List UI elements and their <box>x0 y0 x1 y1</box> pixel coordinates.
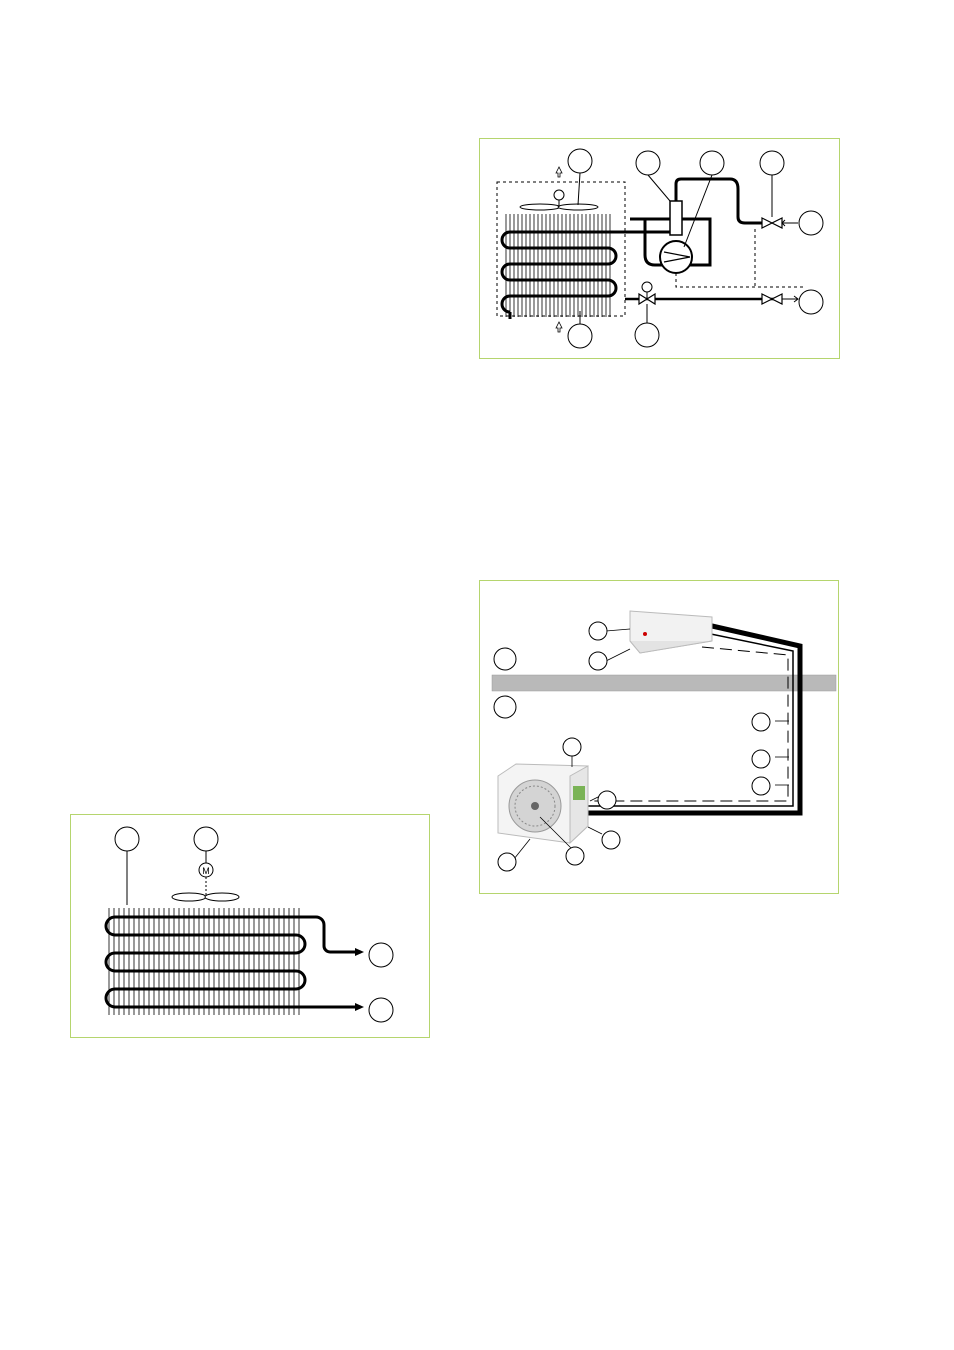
callout-marker <box>751 712 771 732</box>
callout-marker <box>759 150 785 176</box>
callouts <box>114 826 394 1023</box>
outdoor-unit <box>497 763 589 845</box>
fan-icon <box>519 189 599 211</box>
callout-marker <box>601 830 621 850</box>
callout-marker <box>798 289 824 315</box>
callouts <box>493 621 771 872</box>
indoor-unit <box>629 610 713 654</box>
callout-marker <box>567 323 593 349</box>
callout-marker <box>634 322 660 348</box>
airflow-up-arrow-icon <box>555 166 563 178</box>
callout-marker <box>588 621 608 641</box>
callouts <box>567 148 824 349</box>
callout-marker <box>751 776 771 796</box>
wall <box>492 675 836 691</box>
condensing-unit-schematic-panel <box>479 138 840 359</box>
callout-marker <box>597 790 617 810</box>
callout-marker <box>567 148 593 174</box>
callout-marker <box>798 210 824 236</box>
callout-marker <box>497 852 517 872</box>
callout-marker <box>565 846 585 866</box>
callout-marker <box>368 997 394 1023</box>
expansion-valve-icon <box>638 281 656 306</box>
callout-marker <box>493 695 517 719</box>
compressor-icon <box>659 240 693 274</box>
condenser-coil <box>500 230 675 314</box>
fan-icon <box>171 877 240 902</box>
callout-marker <box>635 150 661 176</box>
condenser-coil-panel: M <box>70 814 430 1038</box>
callout-marker <box>588 651 608 671</box>
service-valve-lower-icon <box>761 293 783 305</box>
condenser-coil-with-fan: M <box>104 826 394 1023</box>
split-system-installation <box>491 610 837 872</box>
callout-marker <box>562 737 582 757</box>
motor-icon: M <box>198 862 214 878</box>
split-system-installation-panel <box>479 580 839 894</box>
coil-tube <box>104 915 361 1009</box>
unit-outline <box>496 181 626 317</box>
suction-loop <box>630 217 712 267</box>
callout-marker <box>699 150 725 176</box>
airflow-in-arrow-icon <box>555 321 563 333</box>
callout-marker <box>114 826 140 852</box>
callout-marker <box>368 942 394 968</box>
callout-marker <box>751 749 771 769</box>
callout-marker <box>493 647 517 671</box>
callout-marker <box>193 826 219 852</box>
coil-fins <box>108 908 300 1015</box>
condensing-unit-schematic <box>496 148 824 349</box>
motor-symbol: M <box>202 866 210 876</box>
service-valve-upper-icon <box>761 217 783 229</box>
refrigerant-piping <box>588 623 803 816</box>
accumulator <box>669 200 683 236</box>
